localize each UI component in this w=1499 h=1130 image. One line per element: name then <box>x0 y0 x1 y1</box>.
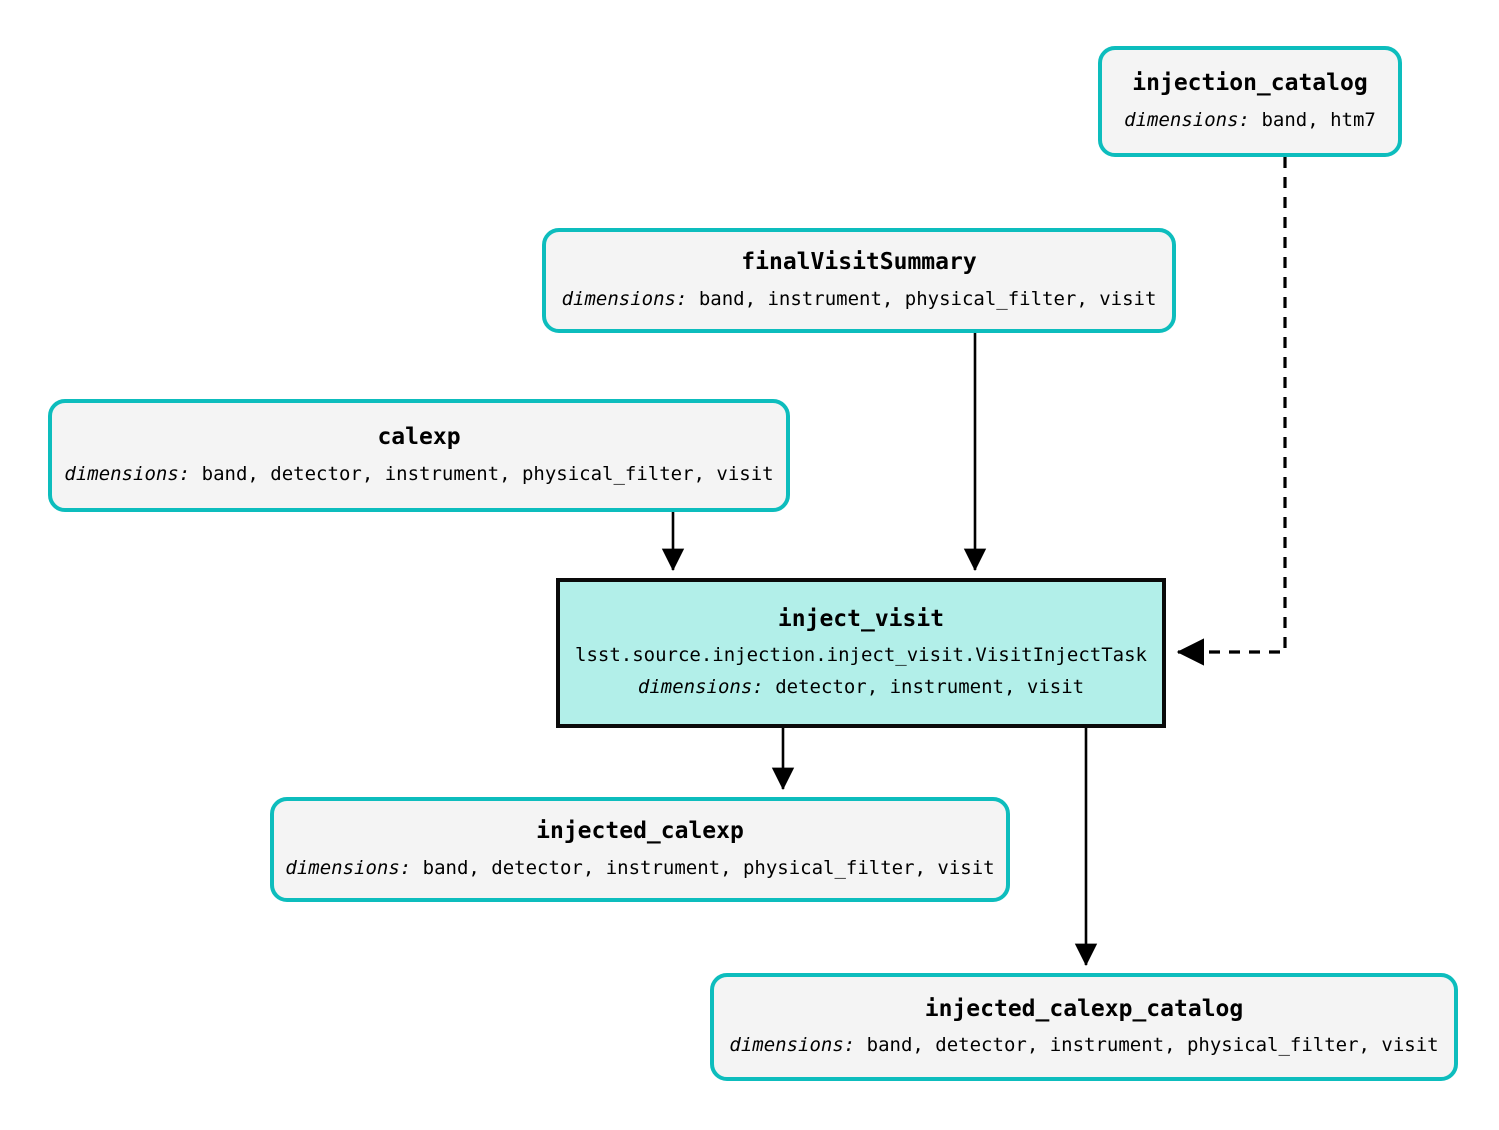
task-class-label: lsst.source.injection.inject_visit.Visit… <box>575 644 1147 667</box>
node-dimensions: dimensions: band, htm7 <box>1124 108 1376 132</box>
node-title: calexp <box>377 424 461 451</box>
dimensions-label: dimensions: <box>285 856 412 879</box>
dataset-node-injected-calexp[interactable]: injected_calexp dimensions: band, detect… <box>270 797 1010 902</box>
dataset-node-injection-catalog[interactable]: injection_catalog dimensions: band, htm7 <box>1098 46 1402 157</box>
dimensions-label: dimensions: <box>1124 108 1250 131</box>
dimensions-value: band, detector, instrument, physical_fil… <box>422 856 995 879</box>
dimensions-label: dimensions: <box>729 1034 856 1057</box>
node-dimensions: dimensions: detector, instrument, visit <box>637 676 1085 699</box>
dimensions-value: band, detector, instrument, physical_fil… <box>866 1034 1439 1057</box>
node-dimensions: dimensions: band, instrument, physical_f… <box>561 287 1157 311</box>
node-title: injected_calexp_catalog <box>924 995 1244 1022</box>
dimensions-label: dimensions: <box>561 287 688 310</box>
dimensions-label: dimensions: <box>637 676 764 699</box>
dataset-node-injected-calexp-catalog[interactable]: injected_calexp_catalog dimensions: band… <box>710 973 1458 1081</box>
edge-injection-catalog-to-inject-visit <box>1176 157 1287 666</box>
dataset-node-finalvisitsummary[interactable]: finalVisitSummary dimensions: band, inst… <box>542 228 1176 333</box>
dataset-node-calexp[interactable]: calexp dimensions: band, detector, instr… <box>48 399 790 512</box>
node-title: injected_calexp <box>536 818 744 845</box>
node-dimensions: dimensions: band, detector, instrument, … <box>729 1034 1439 1057</box>
task-node-inject-visit[interactable]: inject_visit lsst.source.injection.injec… <box>556 578 1166 728</box>
node-title: inject_visit <box>777 606 945 632</box>
dimensions-label: dimensions: <box>64 462 191 485</box>
node-title: injection_catalog <box>1132 70 1368 97</box>
dimensions-value: band, htm7 <box>1261 108 1376 131</box>
node-title: finalVisitSummary <box>741 249 977 276</box>
dimensions-value: detector, instrument, visit <box>775 676 1085 699</box>
node-dimensions: dimensions: band, detector, instrument, … <box>64 462 774 486</box>
dimensions-value: band, instrument, physical_filter, visit <box>698 287 1157 310</box>
dimensions-value: band, detector, instrument, physical_fil… <box>201 462 774 485</box>
node-dimensions: dimensions: band, detector, instrument, … <box>285 856 995 880</box>
